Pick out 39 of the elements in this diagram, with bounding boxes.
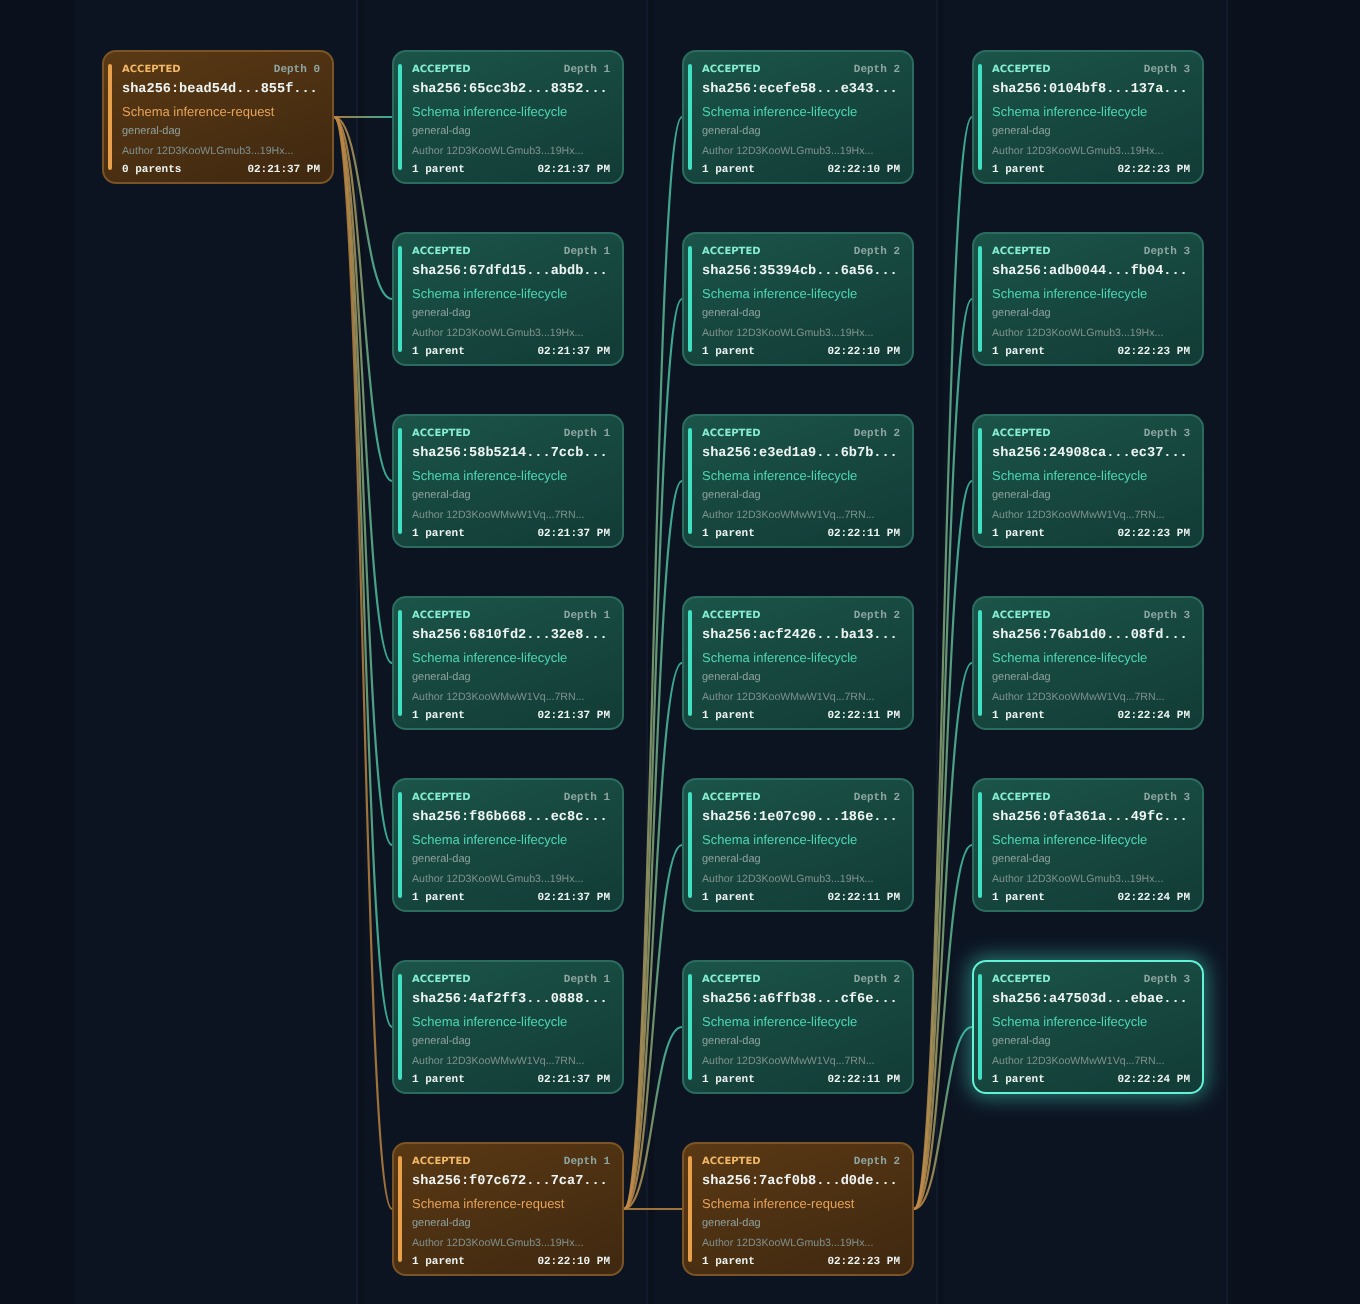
- commit-card: [682, 1142, 914, 1276]
- commit-card: [102, 50, 334, 184]
- connector-line: [622, 116, 684, 1210]
- commit-card: [972, 50, 1204, 184]
- commit-card: [972, 778, 1204, 912]
- connector-line: [913, 844, 973, 1210]
- connector-line: [332, 116, 394, 1210]
- connector-line: [623, 844, 683, 1210]
- connector-line: [913, 662, 973, 1210]
- connector-line: [332, 116, 394, 1028]
- connector-line: [624, 1207, 682, 1211]
- commit-card: [682, 414, 914, 548]
- commit-card: [392, 50, 624, 184]
- commit-card: [682, 778, 914, 912]
- commit-card: [972, 960, 1204, 1094]
- commit-card: [392, 1142, 624, 1276]
- connector-line: [333, 116, 393, 300]
- commit-card: [972, 596, 1204, 730]
- commit-card: [682, 596, 914, 730]
- connector-line: [333, 116, 393, 846]
- commit-card: [392, 960, 624, 1094]
- connector-line: [623, 1026, 683, 1210]
- connector-line: [333, 116, 393, 664]
- commit-card: [972, 232, 1204, 366]
- commit-card: [682, 960, 914, 1094]
- commit-card: [392, 596, 624, 730]
- connector-line: [623, 662, 683, 1210]
- commit-card: [972, 414, 1204, 548]
- commit-card: [392, 778, 624, 912]
- connector-line: [912, 116, 974, 1210]
- connector-line: [623, 480, 683, 1210]
- connector-line: [334, 115, 392, 119]
- connector-line: [333, 116, 393, 482]
- commit-card: [682, 50, 914, 184]
- commit-card: [392, 232, 624, 366]
- connector-line: [913, 1026, 973, 1210]
- commit-card: [682, 232, 914, 366]
- connector-line: [913, 480, 973, 1210]
- commit-card: [392, 414, 624, 548]
